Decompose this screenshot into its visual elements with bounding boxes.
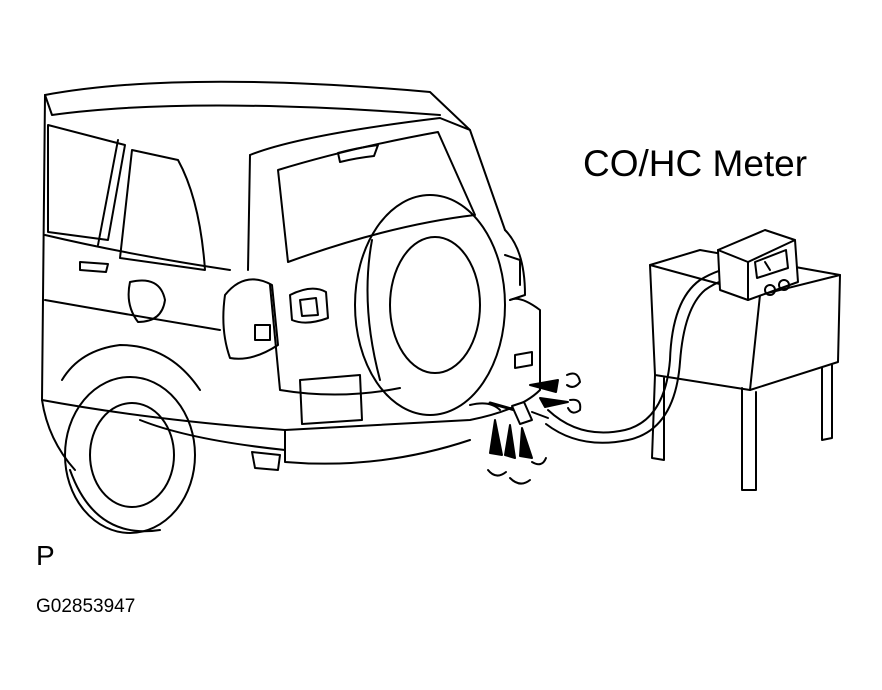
suv-rear-icon — [41, 80, 541, 534]
exhaust-gas-icon — [487, 372, 582, 485]
exhaust-probe-icon — [488, 267, 739, 444]
figure-id: G02853947 — [36, 596, 136, 617]
meter-label: CO/HC Meter — [583, 143, 808, 184]
co-hc-meter-icon — [649, 229, 841, 491]
marker-label: P — [36, 540, 55, 571]
